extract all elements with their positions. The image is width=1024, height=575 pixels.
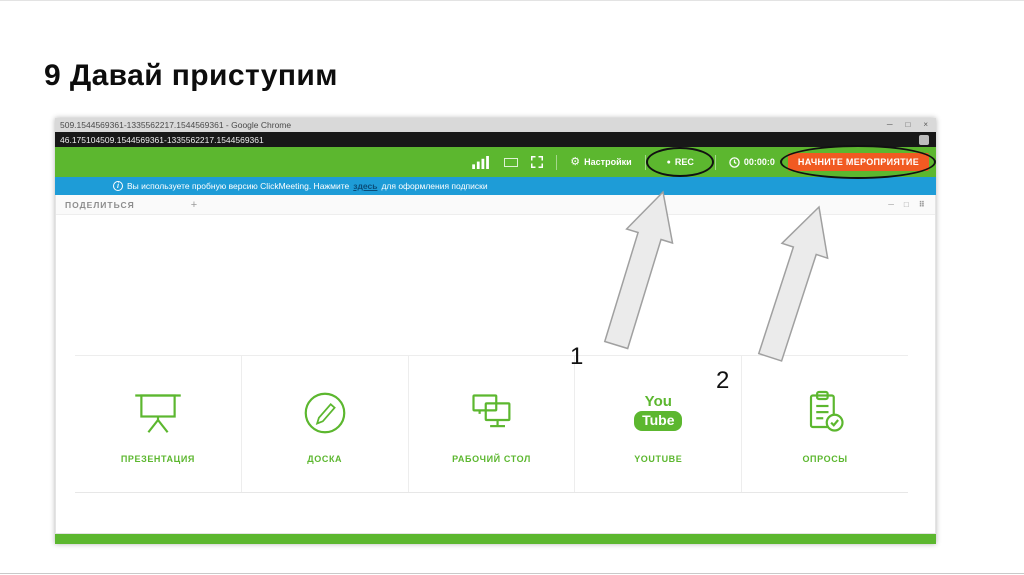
youtube-logo-icon: You Tube bbox=[634, 385, 683, 441]
tile-desktop[interactable]: РАБОЧИЙ СТОЛ bbox=[407, 356, 575, 492]
tile-label: YOUTUBE bbox=[634, 453, 683, 464]
browser-titlebar: 509.1544569361-1335562217.1544569361 - G… bbox=[55, 118, 936, 132]
toolbar-divider bbox=[556, 154, 558, 170]
maximize-icon[interactable]: □ bbox=[905, 120, 911, 129]
toolbar-divider bbox=[714, 154, 716, 170]
settings-button[interactable]: ⚙ Настройки bbox=[570, 155, 632, 168]
settings-label: Настройки bbox=[584, 157, 632, 167]
panel-restore-icon[interactable]: □ bbox=[903, 199, 910, 209]
annotation-number-1: 1 bbox=[570, 343, 584, 370]
rec-label: REC bbox=[674, 157, 694, 167]
address-url: 46.175104509.1544569361-1335562217.15445… bbox=[60, 134, 264, 145]
record-dot-icon: ● bbox=[666, 158, 671, 166]
share-panel: ПОДЕЛИТЬСЯ + ─ □ ⠿ ПРЕЗЕНТАЦИЯ bbox=[55, 195, 936, 534]
tile-youtube[interactable]: You Tube YOUTUBE bbox=[574, 356, 741, 492]
close-icon[interactable]: × bbox=[923, 120, 928, 129]
slide-title: 9 Давай приступим bbox=[44, 59, 338, 92]
tile-polls[interactable]: ОПРОСЫ bbox=[741, 356, 908, 492]
tile-whiteboard[interactable]: ДОСКА bbox=[240, 356, 408, 492]
trial-banner-text: Вы используете пробную версию ClickMeeti… bbox=[127, 181, 350, 191]
tile-presentation[interactable]: ПРЕЗЕНТАЦИЯ bbox=[75, 356, 241, 492]
tile-label: ПРЕЗЕНТАЦИЯ bbox=[120, 453, 195, 464]
browser-window: 509.1544569361-1335562217.1544569361 - G… bbox=[55, 118, 937, 544]
youtube-logo-top: You bbox=[644, 393, 672, 411]
timer-value: 00:00:0 bbox=[743, 157, 775, 167]
panel-controls: ─ □ ⠿ bbox=[888, 199, 926, 209]
minimize-icon[interactable]: ─ bbox=[886, 120, 893, 129]
start-event-button[interactable]: НАЧНИТЕ МЕРОПРИЯТИЕ bbox=[780, 145, 937, 179]
signal-strength-icon bbox=[472, 155, 491, 169]
clock-icon bbox=[729, 156, 740, 168]
rec-button[interactable]: ● REC bbox=[646, 147, 715, 177]
trial-banner: i Вы используете пробную версию ClickMee… bbox=[55, 177, 936, 195]
language-flag-icon[interactable] bbox=[504, 157, 519, 167]
browser-footer-bar bbox=[55, 534, 936, 544]
window-controls: ─ □ × bbox=[887, 121, 931, 129]
tab-share[interactable]: ПОДЕЛИТЬСЯ bbox=[65, 199, 135, 210]
panel-grid-icon[interactable]: ⠿ bbox=[918, 199, 926, 209]
extension-icon[interactable] bbox=[919, 134, 929, 145]
info-icon: i bbox=[113, 181, 123, 191]
start-event-label: НАЧНИТЕ МЕРОПРИЯТИЕ bbox=[797, 157, 919, 167]
browser-window-title: 509.1544569361-1335562217.1544569361 - G… bbox=[60, 120, 292, 130]
toolbar-divider bbox=[644, 154, 646, 170]
subscribe-link[interactable]: здесь bbox=[353, 181, 378, 191]
add-tab-button[interactable]: + bbox=[190, 198, 199, 211]
polls-clipboard-icon bbox=[809, 390, 844, 432]
fullscreen-icon[interactable] bbox=[531, 156, 544, 168]
desktop-monitors-icon bbox=[472, 393, 511, 427]
presentation-screen-icon bbox=[135, 393, 181, 433]
annotation-number-2: 2 bbox=[716, 367, 730, 394]
share-panel-header: ПОДЕЛИТЬСЯ + ─ □ ⠿ bbox=[56, 195, 935, 215]
webinar-toolbar: ⚙ Настройки ● REC 00:00:0 НАЧНИТЕ МЕРОПР… bbox=[55, 145, 937, 179]
pencil-circle-icon bbox=[304, 392, 346, 433]
address-bar[interactable]: 46.175104509.1544569361-1335562217.15445… bbox=[55, 132, 936, 147]
share-tiles: ПРЕЗЕНТАЦИЯ ДОСКА РАБОЧИЙ СТОЛ bbox=[75, 355, 908, 493]
trial-banner-text: для оформления подписки bbox=[381, 181, 488, 191]
panel-minimize-icon[interactable]: ─ bbox=[888, 199, 895, 209]
session-timer: 00:00:0 bbox=[729, 156, 775, 168]
tile-label: ОПРОСЫ bbox=[802, 453, 848, 464]
youtube-logo-bottom: Tube bbox=[634, 411, 683, 431]
tile-label: РАБОЧИЙ СТОЛ bbox=[452, 453, 531, 464]
gear-icon: ⚙ bbox=[570, 155, 581, 168]
tile-label: ДОСКА bbox=[307, 453, 343, 464]
